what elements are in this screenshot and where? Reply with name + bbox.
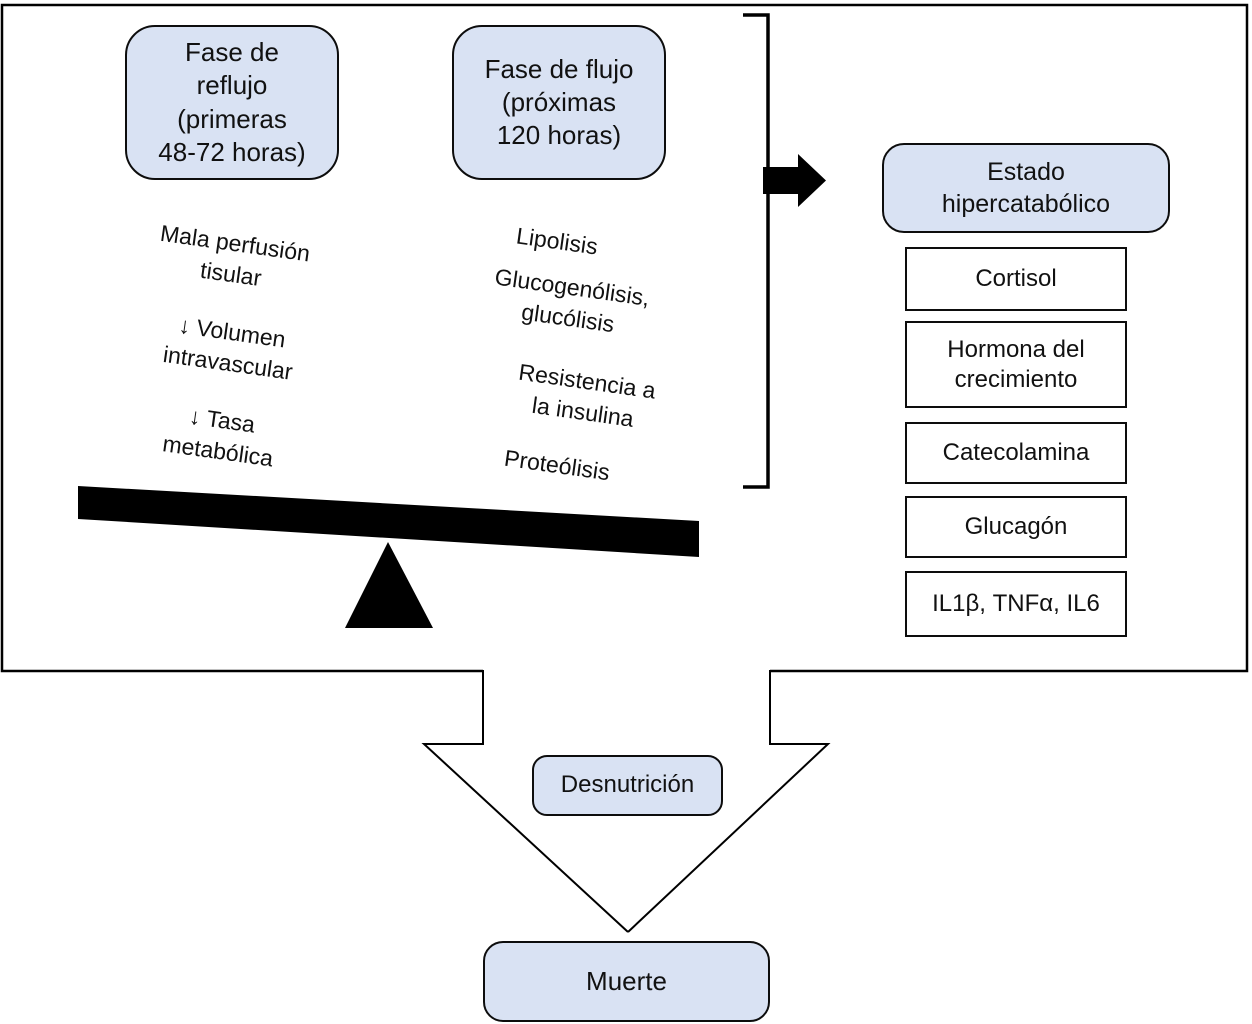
mediator-box-catecolamina: Catecolamina bbox=[905, 422, 1127, 484]
mediator-box-cytokines: IL1β, TNFα, IL6 bbox=[905, 571, 1127, 637]
desnutricion-box: Desnutrición bbox=[532, 755, 723, 816]
outer-border bbox=[0, 3, 1249, 673]
seesaw-bar bbox=[78, 486, 699, 557]
phase-box-flujo: Fase de flujo (próximas 120 horas) bbox=[452, 25, 666, 180]
arrow-right-icon bbox=[763, 154, 826, 207]
bracket bbox=[743, 13, 770, 489]
mediator-box-cortisol: Cortisol bbox=[905, 247, 1127, 311]
phase-box-reflujo: Fase de reflujo (primeras 48-72 horas) bbox=[125, 25, 339, 180]
fulcrum-triangle bbox=[345, 542, 433, 628]
mediator-box-glucagon: Glucagón bbox=[905, 496, 1127, 558]
mediator-box-hormona-crecimiento: Hormona del crecimiento bbox=[905, 321, 1127, 408]
estado-hipercatabolico-box: Estado hipercatabólico bbox=[882, 143, 1170, 233]
funnel-arrow-left-edge bbox=[421, 670, 629, 933]
funnel-arrow-right-edge bbox=[627, 670, 831, 933]
muerte-box: Muerte bbox=[483, 941, 770, 1022]
